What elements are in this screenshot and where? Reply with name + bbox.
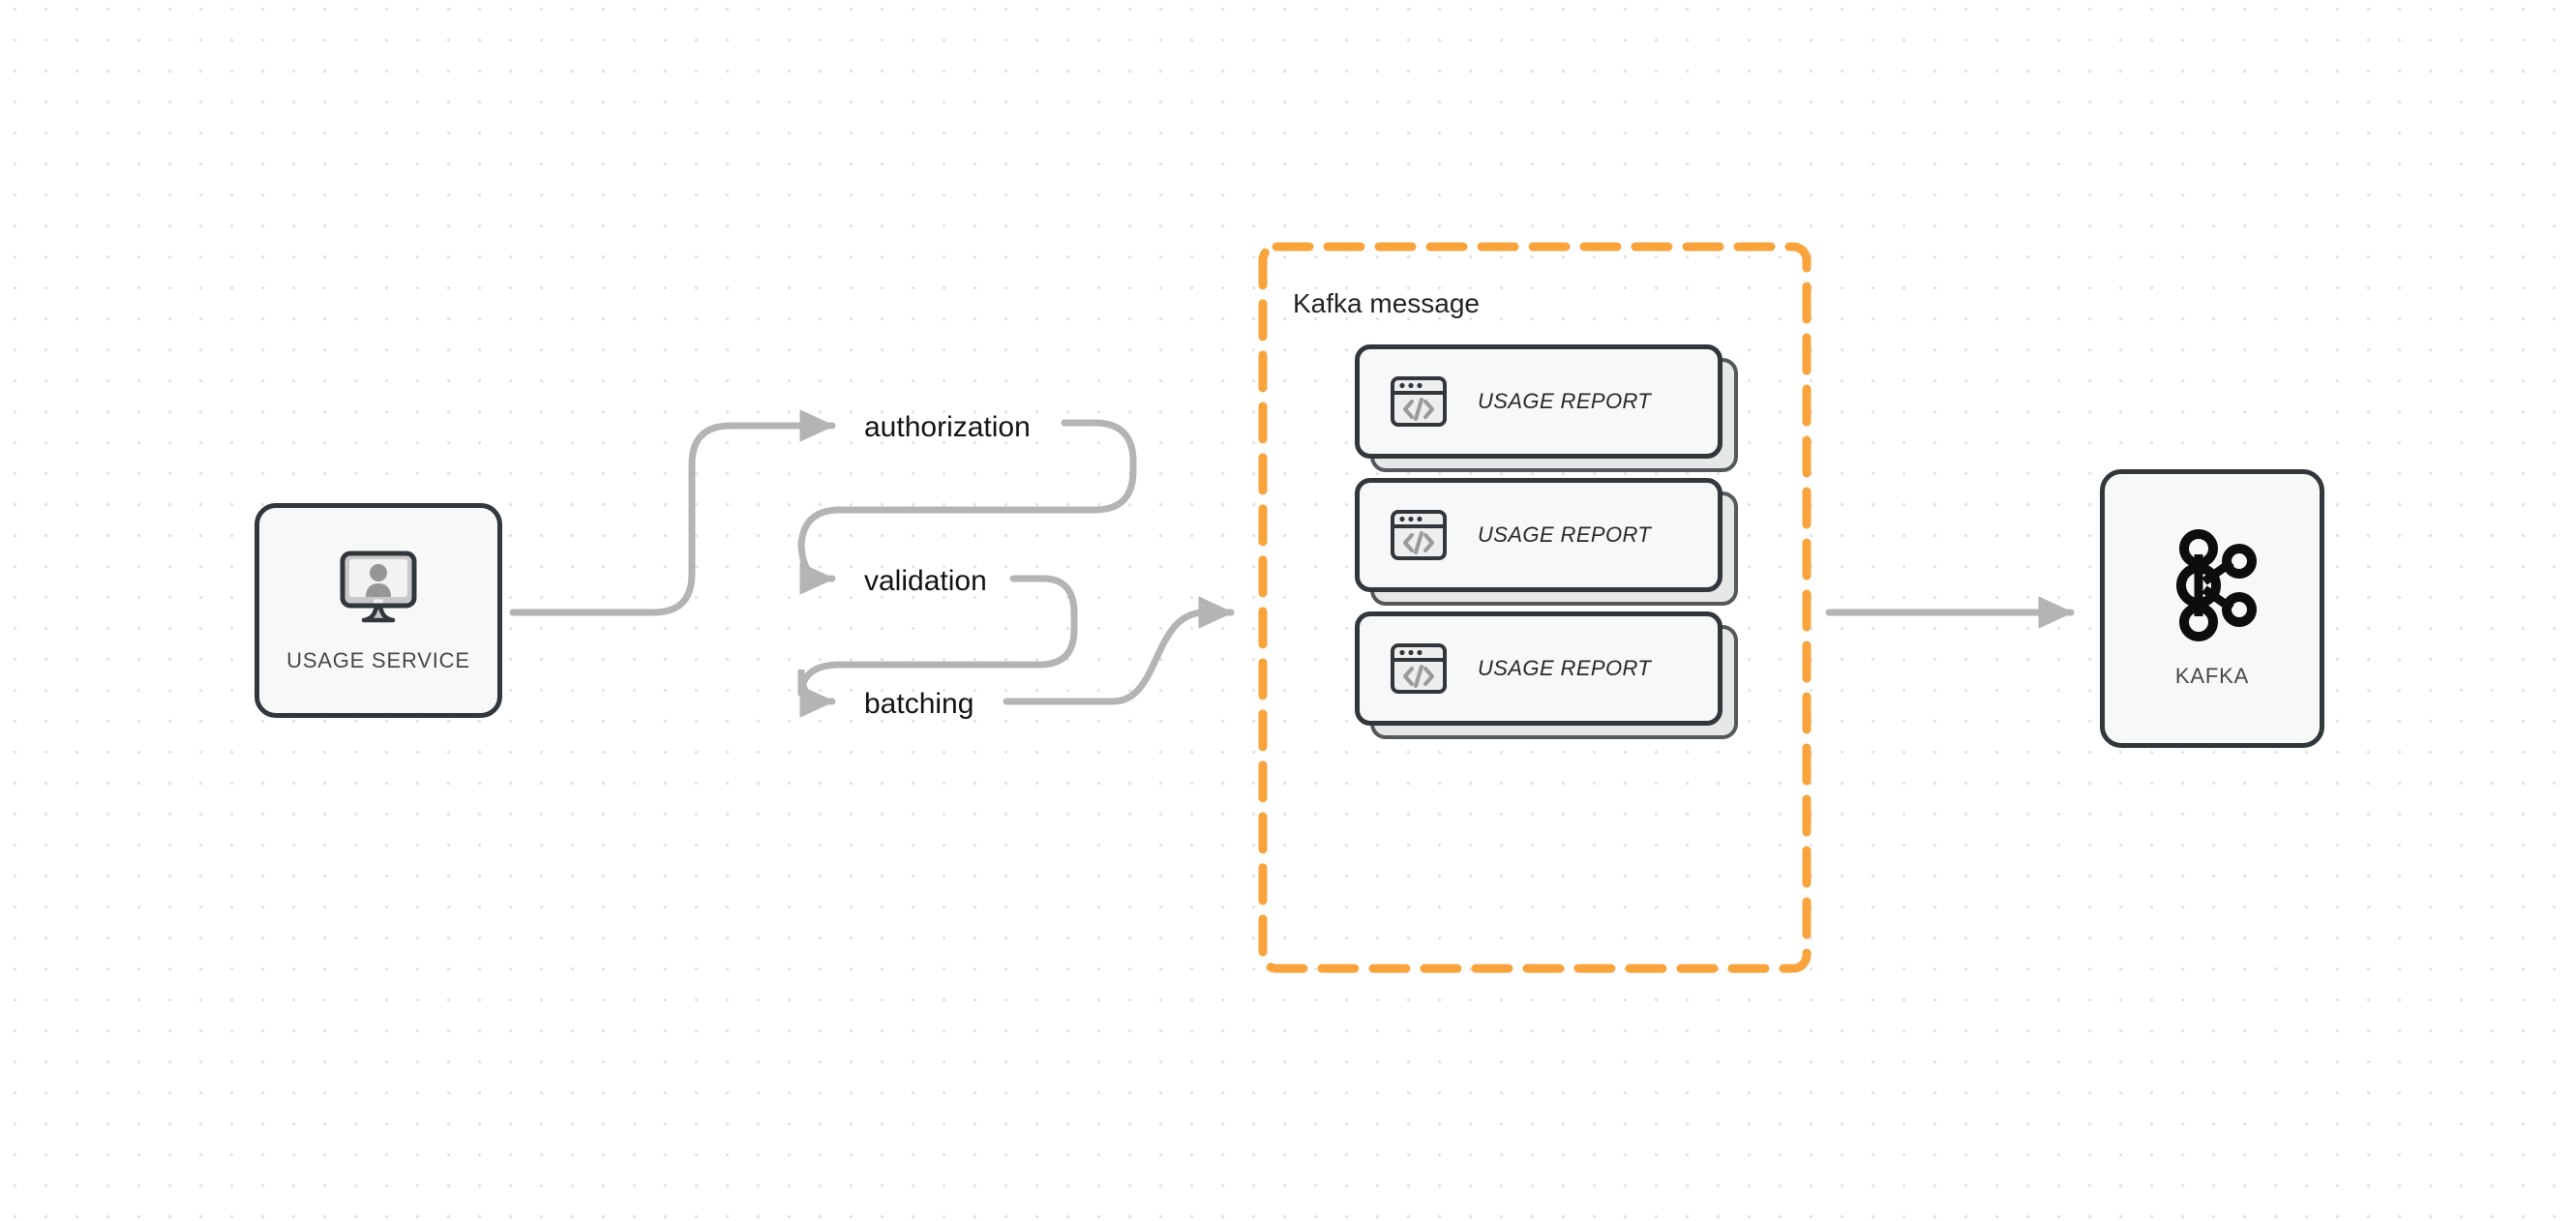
card-label: USAGE REPORT	[1478, 389, 1652, 413]
code-window-icon	[1389, 372, 1449, 432]
group-dashed-border	[1258, 242, 1812, 973]
card-label: USAGE REPORT	[1478, 656, 1652, 680]
card-front[interactable]: USAGE REPORT	[1355, 611, 1722, 726]
node-kafka[interactable]: KAFKA	[2100, 469, 2324, 748]
step-label-authorization: authorization	[864, 411, 1031, 443]
card-usage-report[interactable]: USAGE REPORT	[1355, 344, 1738, 472]
node-kafka-label: KAFKA	[2174, 663, 2250, 688]
step-label-batching: batching	[864, 688, 974, 720]
monitor-user-icon	[337, 549, 420, 633]
connector-authorization-to-validation	[797, 419, 1137, 595]
card-usage-report[interactable]: USAGE REPORT	[1355, 478, 1738, 606]
card-front[interactable]: USAGE REPORT	[1355, 344, 1722, 459]
card-usage-report[interactable]: USAGE REPORT	[1355, 611, 1738, 739]
step-label-validation: validation	[864, 565, 987, 597]
node-usage-service[interactable]: USAGE SERVICE	[255, 503, 502, 718]
code-window-icon	[1389, 639, 1449, 699]
card-front[interactable]: USAGE REPORT	[1355, 478, 1722, 592]
node-usage-service-label: USAGE SERVICE	[286, 647, 470, 672]
group-kafka-message: Kafka message USAGE REP	[1258, 242, 1812, 973]
code-window-icon	[1389, 505, 1449, 565]
kafka-logo-icon	[2162, 528, 2262, 646]
group-kafka-message-title: Kafka message	[1293, 288, 1480, 318]
connector-batching-to-kafka-message	[1003, 596, 1235, 705]
connector-usage-service-to-authorization	[509, 409, 836, 616]
card-label: USAGE REPORT	[1478, 522, 1652, 547]
